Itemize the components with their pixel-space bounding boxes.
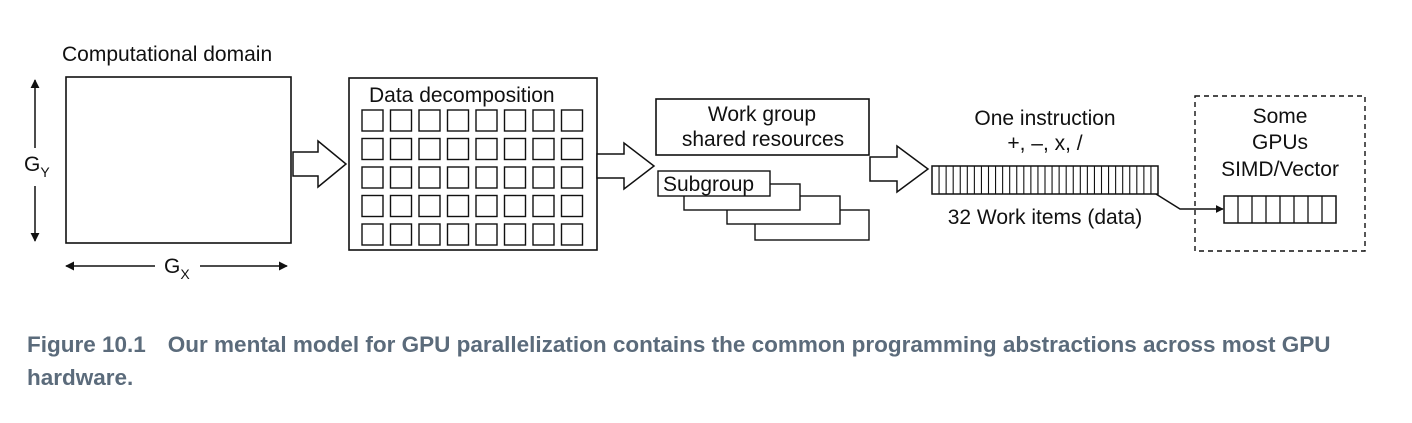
decomposition-cell	[446, 223, 470, 246]
data-decomposition-title: Data decomposition	[369, 84, 555, 107]
decomposition-cell	[361, 137, 384, 161]
decomposition-cell	[560, 166, 584, 189]
decomposition-cell	[389, 194, 413, 218]
simd-cells	[1237, 196, 1323, 223]
decomposition-grid	[361, 109, 584, 246]
work-items-cells	[938, 166, 1152, 194]
decomposition-cell	[418, 166, 441, 189]
decomposition-cell	[532, 223, 555, 246]
decomposition-cell	[532, 137, 555, 161]
simd-label-some: Some	[1253, 105, 1308, 128]
decomposition-cell	[446, 109, 470, 132]
decomposition-cell	[503, 137, 527, 161]
decomposition-cell	[532, 194, 555, 218]
work-group-subtitle: shared resources	[682, 128, 844, 151]
simd-dashed-box	[1194, 95, 1366, 252]
block-arrow-1	[292, 139, 348, 189]
decomposition-cell	[389, 223, 413, 246]
simd-label-gpus: GPUs	[1252, 131, 1308, 154]
decomposition-cell	[503, 223, 527, 246]
decomposition-cell	[475, 109, 498, 132]
decomposition-cell	[361, 194, 384, 218]
decomposition-cell	[418, 109, 441, 132]
decomposition-cell	[532, 109, 555, 132]
block-arrow-2	[596, 141, 656, 191]
decomposition-cell	[475, 166, 498, 189]
decomposition-cell	[560, 223, 584, 246]
gy-label: GY	[24, 153, 50, 180]
decomposition-cell	[361, 223, 384, 246]
decomposition-cell	[418, 223, 441, 246]
decomposition-cell	[446, 137, 470, 161]
gx-label: GX	[164, 255, 190, 282]
computational-domain-box	[65, 76, 292, 244]
decomposition-cell	[389, 137, 413, 161]
decomposition-cell	[446, 166, 470, 189]
simd-connector-arrow	[1155, 193, 1224, 213]
work-group-title: Work group	[708, 103, 816, 126]
subgroup-label: Subgroup	[663, 173, 754, 196]
decomposition-cell	[560, 137, 584, 161]
decomposition-cell	[361, 109, 384, 132]
decomposition-cell	[503, 109, 527, 132]
decomposition-cell	[503, 194, 527, 218]
decomposition-cell	[475, 137, 498, 161]
work-group-box	[655, 98, 870, 156]
decomposition-cell	[418, 194, 441, 218]
computational-domain-title: Computational domain	[62, 43, 272, 66]
caption-text: Our mental model for GPU parallelization…	[27, 332, 1331, 390]
decomposition-cell	[446, 194, 470, 218]
caption-number: Figure 10.1	[27, 332, 146, 357]
decomposition-cell	[389, 109, 413, 132]
instruction-ops: +, –, x, /	[1007, 132, 1082, 155]
subgroup-card-1	[657, 170, 771, 197]
decomposition-cell	[475, 223, 498, 246]
decomposition-cell	[532, 166, 555, 189]
decomposition-cell	[418, 137, 441, 161]
decomposition-cell	[560, 194, 584, 218]
decomposition-cell	[560, 109, 584, 132]
decomposition-cell	[361, 166, 384, 189]
decomposition-cell	[475, 194, 498, 218]
decomposition-cell	[503, 166, 527, 189]
decomposition-cell	[389, 166, 413, 189]
block-arrow-3	[869, 144, 930, 194]
instruction-title: One instruction	[974, 107, 1115, 130]
gpu-model-diagram: Computational domain GY GX Data decompos…	[24, 43, 1366, 282]
simd-label-vector: SIMD/Vector	[1221, 158, 1339, 181]
work-items-label: 32 Work items (data)	[948, 206, 1143, 229]
